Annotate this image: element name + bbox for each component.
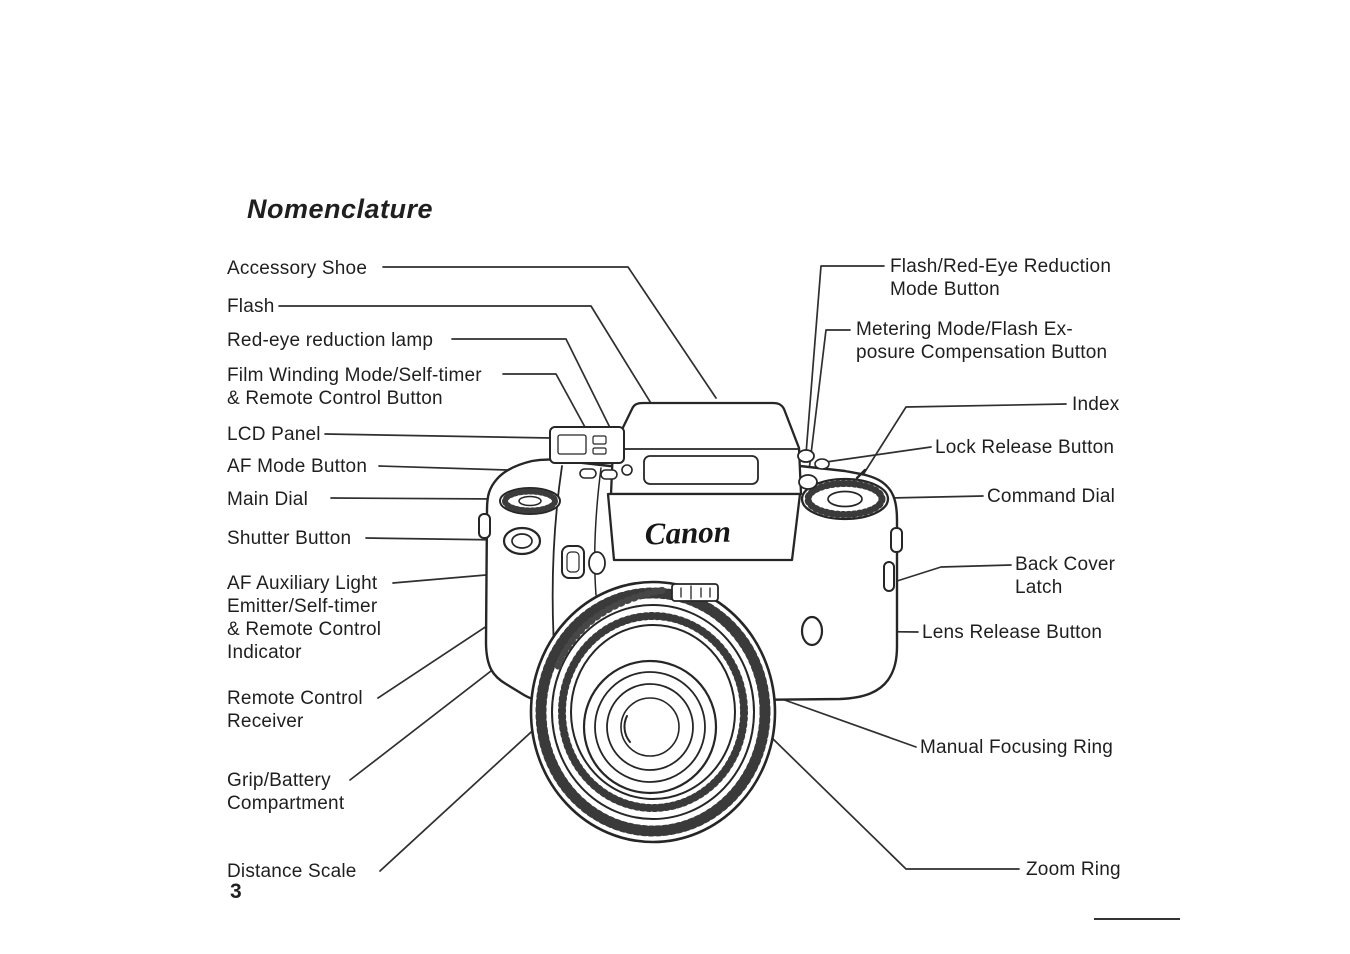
label-shutter-button: Shutter Button xyxy=(227,528,352,549)
front-barrel-ring-2 xyxy=(594,671,706,783)
label-accessory-shoe: Accessory Shoe xyxy=(227,258,368,279)
leader-lock-release xyxy=(825,446,932,463)
leader-shutter-button xyxy=(365,537,504,541)
main-dial-hub xyxy=(518,495,542,507)
label-zoom-ring: Zoom Ring xyxy=(1026,859,1121,880)
label-af-mode-button: AF Mode Button xyxy=(227,456,368,477)
filter-ring xyxy=(606,683,694,771)
leader-red-eye-lamp xyxy=(451,338,630,467)
label-flash: Flash xyxy=(227,296,275,317)
label-lcd-panel: LCD Panel xyxy=(227,424,321,445)
label-film-winding-mode: Film Winding Mode/Self-timer & Remote Co… xyxy=(227,365,482,409)
af-mode-button-part xyxy=(600,469,618,480)
front-element xyxy=(620,697,680,757)
main-dial-knurl xyxy=(502,488,558,514)
lcd-panel-part xyxy=(549,426,625,464)
shutter-button-inner xyxy=(511,533,533,549)
lcd-display-segment xyxy=(557,434,587,455)
command-dial-knurl xyxy=(804,480,886,518)
flash-red-eye-mode-button-part xyxy=(797,449,815,463)
label-flash-red-eye-mode-button: Flash/Red-Eye Reduction Mode Button xyxy=(890,256,1112,300)
label-lock-release-button: Lock Release Button xyxy=(935,437,1115,458)
af-auxiliary-light-part xyxy=(588,551,606,575)
label-metering-mode-button: Metering Mode/Flash Ex- posure Compensat… xyxy=(856,319,1108,363)
label-af-auxiliary-light: AF Auxiliary Light Emitter/Self-timer & … xyxy=(227,573,382,663)
metering-mode-button-part xyxy=(798,474,818,490)
manual-focusing-ring-part xyxy=(558,612,748,812)
remote-control-receiver-window xyxy=(566,551,580,573)
label-remote-control-receiver: Remote Control Receiver xyxy=(227,688,363,732)
bottom-rule xyxy=(1094,918,1180,920)
leader-film-winding xyxy=(502,373,593,441)
label-index: Index xyxy=(1072,394,1120,415)
leader-af-mode-button xyxy=(378,465,508,471)
film-winding-button-part xyxy=(579,468,597,479)
distance-scale-ticks xyxy=(680,585,711,600)
leader-lcd-panel xyxy=(324,433,578,445)
label-red-eye-reduction-lamp: Red-eye reduction lamp xyxy=(227,330,434,351)
page-number: 3 xyxy=(230,880,242,903)
leader-command-dial xyxy=(889,495,984,499)
distance-scale-window xyxy=(671,583,719,602)
lock-release-button-part xyxy=(814,458,830,470)
flash-window xyxy=(643,455,759,485)
shutter-button-part xyxy=(502,526,542,556)
label-manual-focusing-ring: Manual Focusing Ring xyxy=(920,737,1114,758)
front-plate xyxy=(606,492,802,562)
leader-flash-red-eye-mode xyxy=(805,265,885,455)
lens-release-button-part xyxy=(800,615,824,647)
label-back-cover-latch: Back Cover Latch xyxy=(1015,554,1116,598)
leader-back-cover-latch xyxy=(896,564,1012,582)
page-title: Nomenclature xyxy=(247,194,434,224)
front-element-highlight xyxy=(623,715,631,743)
back-cover-latch-part xyxy=(883,561,895,592)
leader-accessory-shoe xyxy=(382,266,717,399)
zoom-scale-marks xyxy=(554,586,668,670)
grip-seam-inner xyxy=(593,467,602,596)
label-distance-scale: Distance Scale xyxy=(227,861,357,882)
leader-metering-mode xyxy=(807,329,851,480)
front-barrel-ring xyxy=(582,659,718,795)
remote-control-receiver-part xyxy=(561,545,585,579)
lcd-display-segment-3 xyxy=(592,447,607,455)
camera-brand-logo: Canon xyxy=(644,514,731,552)
strap-lug-right xyxy=(890,527,903,553)
label-main-dial: Main Dial xyxy=(227,489,308,510)
leader-main-dial xyxy=(330,497,501,500)
label-command-dial: Command Dial xyxy=(987,486,1116,507)
lcd-display-segment-2 xyxy=(592,435,607,445)
leader-manual-focusing-ring xyxy=(778,697,917,748)
leader-zoom-ring xyxy=(769,735,1020,870)
index-mark xyxy=(855,468,867,480)
red-eye-reduction-lamp-part xyxy=(621,464,633,476)
label-lens-release-button: Lens Release Button xyxy=(922,622,1103,643)
camera-illustration: Canon xyxy=(478,401,903,844)
label-grip-battery-compartment: Grip/Battery Compartment xyxy=(227,770,345,814)
command-dial-hub xyxy=(827,490,863,508)
strap-lug-left xyxy=(478,513,491,539)
